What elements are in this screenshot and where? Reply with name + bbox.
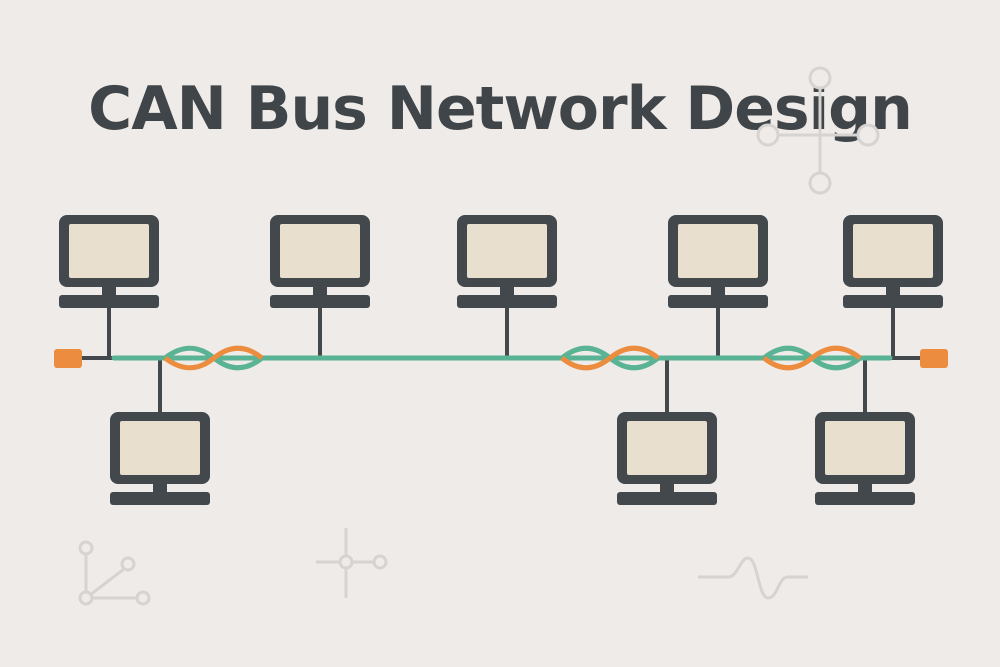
computer-node — [457, 215, 557, 308]
graph-icon — [78, 540, 151, 606]
computer-node — [270, 215, 370, 308]
crosshair-icon — [316, 528, 388, 598]
computer-node — [843, 215, 943, 308]
twisted-segment — [560, 345, 660, 371]
computer-node — [815, 412, 915, 505]
twisted-segment — [163, 345, 264, 371]
terminator-left — [54, 349, 82, 368]
twisted-segment — [762, 345, 862, 371]
computer-node — [617, 412, 717, 505]
network-node-icon — [756, 66, 880, 195]
computer-node — [59, 215, 159, 308]
waveform-icon — [698, 556, 808, 600]
computer-node — [668, 215, 768, 308]
terminator-right — [920, 349, 948, 368]
computer-node — [110, 412, 210, 505]
